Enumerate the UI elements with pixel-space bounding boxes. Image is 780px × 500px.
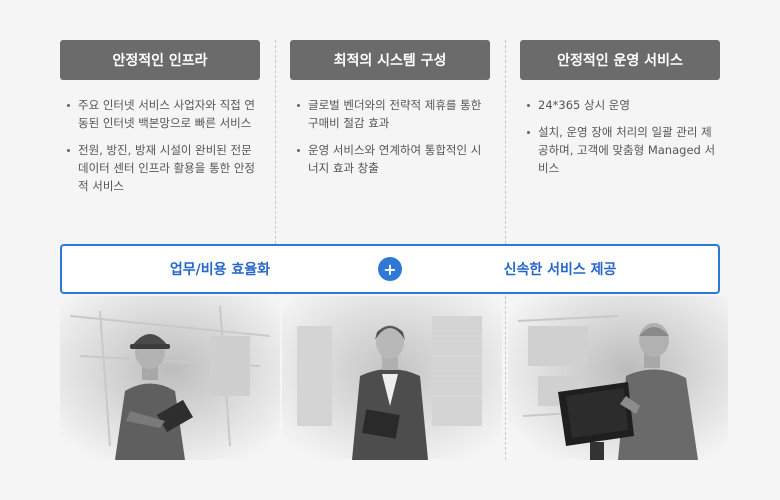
list-item: 설치, 운영 장애 처리의 일괄 관리 제공하며, 고객에 맞춤형 Manage… <box>527 123 720 177</box>
list-item: 24*365 상시 운영 <box>527 96 720 114</box>
plus-icon: + <box>378 257 402 281</box>
engineer-terminal-photo <box>508 296 728 460</box>
column-title: 안정적인 운영 서비스 <box>520 40 720 80</box>
bullet-list: 글로벌 벤더와의 전략적 제휴를 통한 구매비 절감 효과 운영 서비스와 연계… <box>290 96 490 177</box>
bullet-list: 주요 인터넷 서비스 사업자와 직접 연동된 인터넷 백본망으로 빠른 서비스 … <box>60 96 260 195</box>
list-item: 전원, 방진, 방재 시설이 완비된 전문 데이터 센터 인프라 활용을 통한 … <box>67 141 260 195</box>
benefit-banner: 업무/비용 효율화 + 신속한 서비스 제공 <box>60 244 720 294</box>
worker-hardhat-tablet-photo <box>60 296 280 460</box>
businesswoman-tablet-photo <box>282 296 502 460</box>
column-title: 안정적인 인프라 <box>60 40 260 80</box>
list-item: 운영 서비스와 연계하여 통합적인 시너지 효과 창출 <box>297 141 490 177</box>
list-item: 글로벌 벤더와의 전략적 제휴를 통한 구매비 절감 효과 <box>297 96 490 132</box>
feature-column-system: 최적의 시스템 구성 글로벌 벤더와의 전략적 제휴를 통한 구매비 절감 효과… <box>290 40 490 186</box>
banner-left-text: 업무/비용 효율화 <box>169 262 271 278</box>
column-title: 최적의 시스템 구성 <box>290 40 490 80</box>
feature-column-operation: 안정적인 운영 서비스 24*365 상시 운영 설치, 운영 장애 처리의 일… <box>520 40 720 186</box>
bullet-list: 24*365 상시 운영 설치, 운영 장애 처리의 일괄 관리 제공하며, 고… <box>520 96 720 177</box>
banner-right-text: 신속한 서비스 제공 <box>503 262 617 278</box>
list-item: 주요 인터넷 서비스 사업자와 직접 연동된 인터넷 백본망으로 빠른 서비스 <box>67 96 260 132</box>
feature-column-infrastructure: 안정적인 인프라 주요 인터넷 서비스 사업자와 직접 연동된 인터넷 백본망으… <box>60 40 260 204</box>
